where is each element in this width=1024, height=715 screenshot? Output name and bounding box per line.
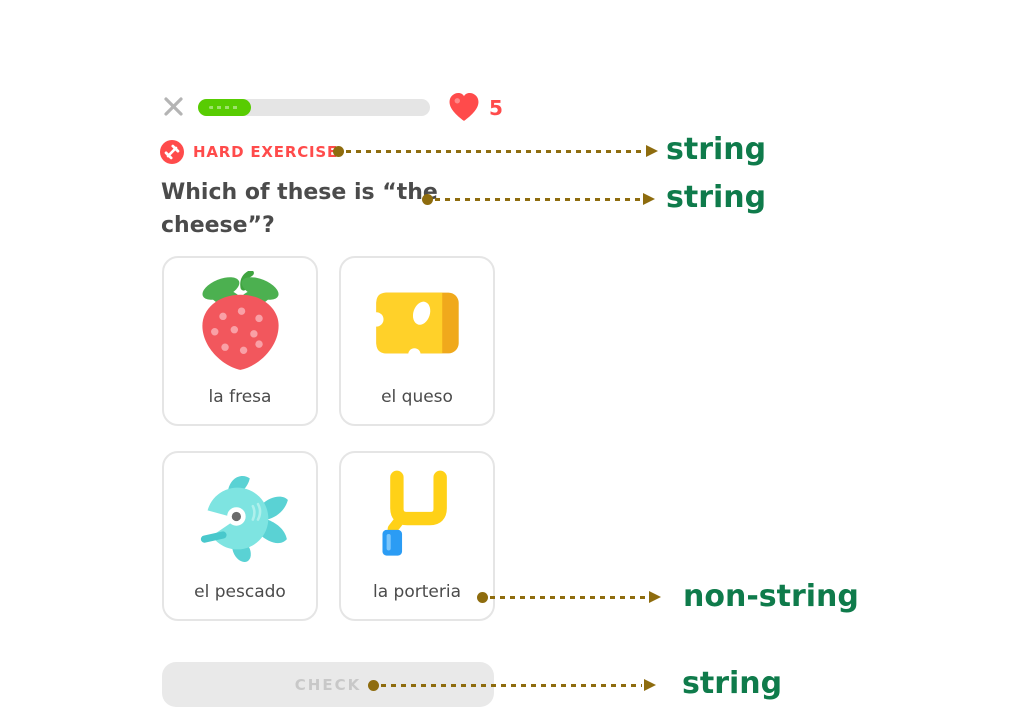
annotation-arrow-la-porteria xyxy=(477,591,661,603)
hearts-count: 5 xyxy=(489,95,503,120)
choice-label-el-queso: el queso xyxy=(381,387,453,407)
goalpost-icon xyxy=(381,470,447,556)
arrow-head-icon xyxy=(643,193,655,205)
dumbbell-icon xyxy=(160,140,184,164)
arrow-head-icon xyxy=(644,679,656,691)
arrow-head-icon xyxy=(649,591,661,603)
arrow-dot-icon xyxy=(368,679,379,691)
choice-label-el-pescado: el pescado xyxy=(194,582,286,602)
choice-card-la-porteria[interactable]: la porteria xyxy=(339,451,495,621)
cheese-icon xyxy=(368,292,459,361)
hard-exercise-badge: HARD EXERCISE xyxy=(160,140,338,164)
arrow-dashed-line xyxy=(490,595,647,599)
choice-card-el-queso[interactable]: el queso xyxy=(339,256,495,426)
arrow-dashed-line xyxy=(435,197,641,201)
annotation-label-non-string: non-string xyxy=(683,579,859,614)
progress-bar-shine xyxy=(209,106,240,109)
annotation-arrow-hard-exercise xyxy=(333,145,658,157)
choice-card-el-pescado[interactable]: el pescado xyxy=(162,451,318,621)
strawberry-icon xyxy=(201,271,279,370)
arrow-dashed-line xyxy=(346,149,644,153)
annotation-arrow-check xyxy=(368,679,656,691)
hard-exercise-label: HARD EXERCISE xyxy=(193,143,339,161)
arrow-dot-icon xyxy=(422,193,433,205)
choice-label-la-fresa: la fresa xyxy=(208,387,272,407)
close-x-icon xyxy=(164,97,183,116)
annotation-label-string-3: string xyxy=(682,666,783,701)
progress-bar-fill xyxy=(198,99,251,116)
annotation-label-string-2: string xyxy=(666,180,767,215)
arrow-dot-icon xyxy=(477,591,488,603)
choice-card-la-fresa[interactable]: la fresa xyxy=(162,256,318,426)
heart-icon xyxy=(449,93,479,121)
question-line-1: Which of these is “the xyxy=(161,180,438,205)
arrow-head-icon xyxy=(646,145,658,157)
question-line-2: cheese”? xyxy=(161,213,275,238)
arrow-dashed-line xyxy=(381,683,642,687)
choice-label-la-porteria: la porteria xyxy=(373,582,461,602)
close-button[interactable] xyxy=(162,95,185,118)
progress-bar xyxy=(198,99,430,116)
annotation-label-string-1: string xyxy=(666,132,767,167)
hearts-counter: 5 xyxy=(447,92,503,123)
annotation-arrow-question xyxy=(422,193,655,205)
arrow-dot-icon xyxy=(333,145,344,157)
question-text: Which of these is “the cheese”? xyxy=(161,176,438,242)
fish-icon xyxy=(200,476,288,563)
